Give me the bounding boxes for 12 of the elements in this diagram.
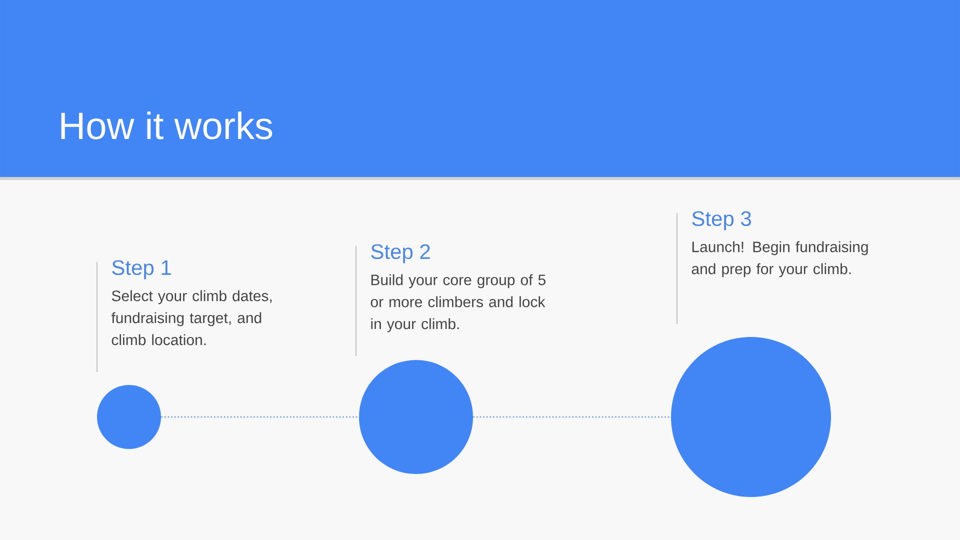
circle (671, 337, 831, 497)
circle (359, 360, 473, 474)
step-description: Select your climb dates, fundraising target, and climb location. (111, 290, 272, 346)
step-description: Launch! Begin fundraising and prep for your climb. (692, 241, 868, 278)
circle (97, 385, 162, 449)
step-heading: Step 3 (692, 211, 751, 230)
step-heading: Step 1 (112, 260, 171, 280)
dotted-line (161, 416, 359, 418)
step-description: Build your core group of 5 or more climbers and lock in your climb. (370, 274, 546, 332)
step-heading: Step 2 (371, 244, 430, 264)
dotted-line (473, 416, 671, 418)
title: How it works (61, 111, 272, 140)
